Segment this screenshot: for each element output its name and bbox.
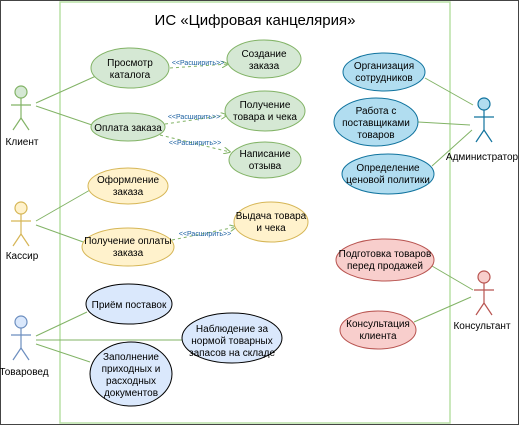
assoc-consultant-consult [413, 296, 472, 323]
actor-consultant[interactable] [474, 270, 494, 316]
svg-text:Оплата заказа: Оплата заказа [94, 123, 162, 134]
assoc-merch-documents [35, 343, 91, 363]
assoc-admin-pricing [431, 129, 473, 167]
extend-label-3: <<Расширить>> [169, 140, 221, 147]
actor-label-administrator: Администратор [446, 152, 519, 163]
extend-label-2: <<Расширить>> [168, 114, 220, 121]
actor-merchandiser[interactable] [11, 315, 31, 361]
association-lines [35, 75, 474, 363]
actor-client[interactable] [11, 85, 31, 131]
uc-receive-deliveries[interactable]: Приём поставок [85, 283, 173, 325]
actor-administrator[interactable] [474, 97, 494, 143]
actor-label-merchandiser: Товаровед [0, 367, 49, 378]
assoc-consultant-prepare [431, 265, 474, 291]
svg-text:Приём поставок: Приём поставок [92, 300, 167, 311]
uc-pay-order[interactable]: Оплата заказа [90, 112, 166, 142]
assoc-admin-staff [424, 77, 474, 106]
extend-arrow-browse-create [169, 64, 228, 69]
extend-arrow-pay-receive [164, 115, 227, 125]
assoc-client-pay [35, 105, 93, 126]
system-boundary [59, 1, 451, 424]
extend-label-4: <<Расширить>> [179, 231, 231, 238]
actor-label-consultant: Консультант [453, 321, 511, 332]
system-title: ИС «Цифровая канцелярия» [155, 12, 356, 29]
actor-label-cashier: Кассир [6, 251, 39, 262]
assoc-cashier-payment [35, 224, 87, 244]
assoc-admin-suppliers [417, 121, 471, 126]
actor-cashier[interactable] [11, 201, 31, 247]
assoc-cashier-checkout [35, 189, 91, 222]
extend-arrow-pay-review [159, 134, 230, 152]
assoc-client-browse [35, 75, 97, 104]
extend-arrow-payment-issue [171, 227, 236, 241]
actor-label-client: Клиент [6, 137, 39, 148]
assoc-merch-deliveries [35, 311, 88, 337]
extend-label-1: <<Расширить>> [172, 60, 224, 67]
extend-relations [159, 64, 236, 241]
